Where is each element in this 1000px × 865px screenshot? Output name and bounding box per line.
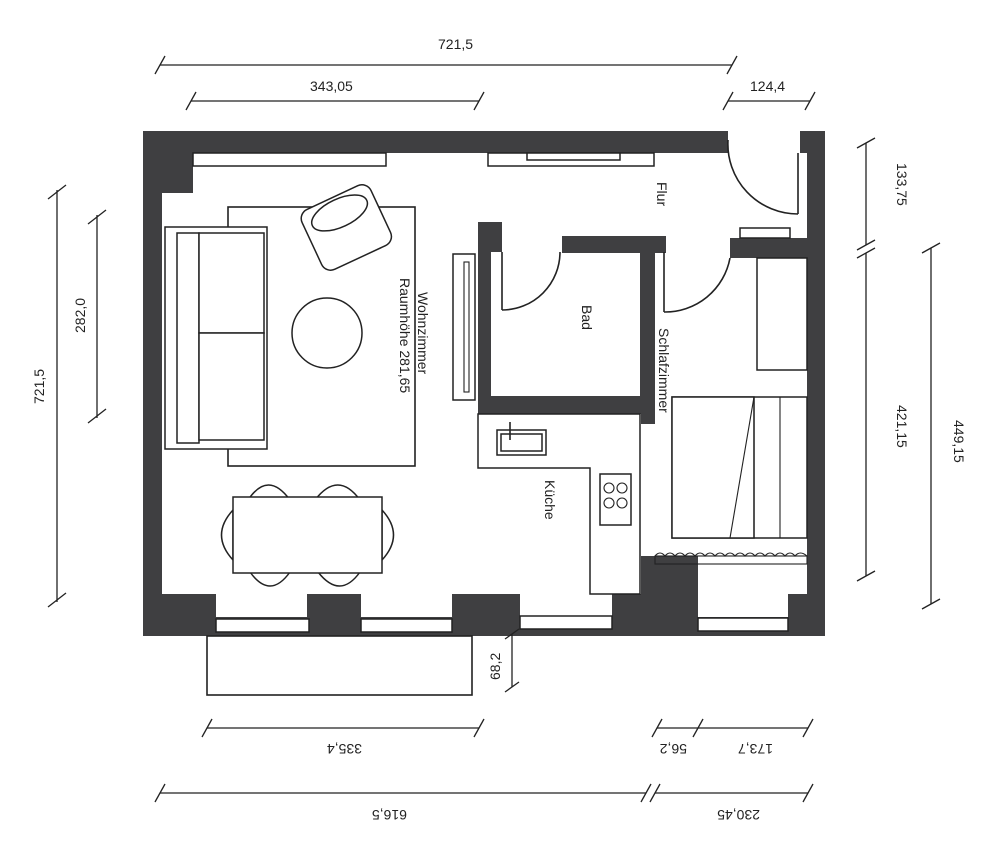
room-labels: Wohnzimmer Raumhöhe 281,65 Flur Bad Schl…	[397, 182, 672, 520]
label-kueche: Küche	[542, 480, 558, 520]
dimension-lines: 721,5 343,05 124,4 133,75 421,15 449,15 …	[31, 36, 967, 823]
dim-top-right: 124,4	[750, 78, 785, 94]
dim-bottom-balcony: 335,4	[327, 741, 362, 757]
dim-left-inner: 282,0	[72, 298, 88, 333]
label-wohnzimmer: Wohnzimmer	[415, 292, 431, 375]
label-raumhoehe: Raumhöhe 281,65	[397, 278, 413, 393]
dim-right-outer: 449,15	[951, 420, 967, 463]
dim-balcony-depth: 68,2	[487, 653, 503, 680]
dim-right-top: 133,75	[894, 163, 910, 206]
label-flur: Flur	[654, 182, 670, 206]
bedroom-furniture	[654, 257, 808, 565]
dim-left-outer: 721,5	[31, 369, 47, 404]
dim-right-inner: 421,15	[894, 405, 910, 448]
label-schlafzimmer: Schlafzimmer	[656, 328, 672, 413]
balcony	[206, 635, 473, 696]
dim-bottom-mid: 173,7	[738, 741, 773, 757]
dim-bottom-small: 56,2	[660, 741, 687, 757]
walls	[143, 131, 825, 636]
dim-top-left: 343,05	[310, 78, 353, 94]
dim-bottom-right-total: 230,45	[717, 807, 760, 823]
dim-top-total: 721,5	[438, 36, 473, 52]
windows	[192, 152, 791, 633]
doors	[501, 139, 799, 313]
dim-bottom-left-total: 616,5	[372, 807, 407, 823]
kitchen-furniture	[477, 413, 641, 595]
label-bad: Bad	[579, 305, 595, 330]
living-furniture	[164, 184, 476, 587]
